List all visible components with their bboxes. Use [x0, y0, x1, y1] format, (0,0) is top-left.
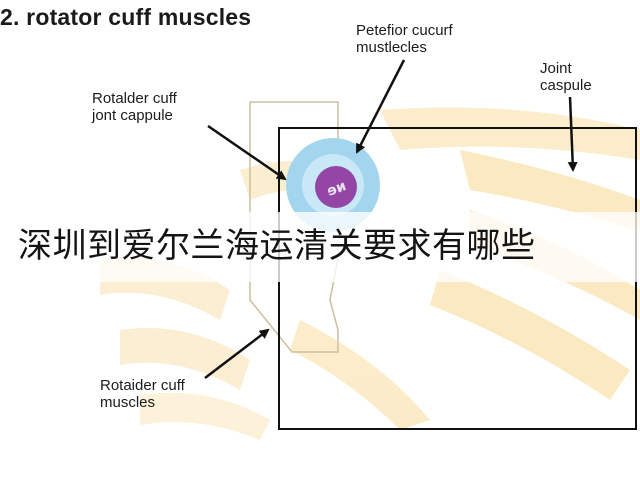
label-top-right: Joint caspule: [540, 60, 592, 94]
arrow-left-lower: [204, 328, 270, 379]
inner-circle: [315, 166, 357, 208]
circle-center-label: ɘᴎ: [325, 178, 349, 200]
arrow-left-upper: [207, 124, 287, 181]
label-left-upper: Rotalder cuff jont cappule: [92, 90, 177, 124]
label-left-lower: Rotaider cuff muscles: [100, 377, 185, 411]
overlay-banner-text: 深圳到爱尔兰海运清关要求有哪些: [18, 226, 536, 266]
diagram-title: 2. rotator cuff muscles: [0, 4, 252, 30]
label-top-center: Petefior cucurf mustlecles: [356, 22, 453, 56]
arrow-top-center: [355, 59, 406, 154]
arrow-top-right: [567, 96, 578, 172]
overlay-banner: [0, 212, 640, 282]
